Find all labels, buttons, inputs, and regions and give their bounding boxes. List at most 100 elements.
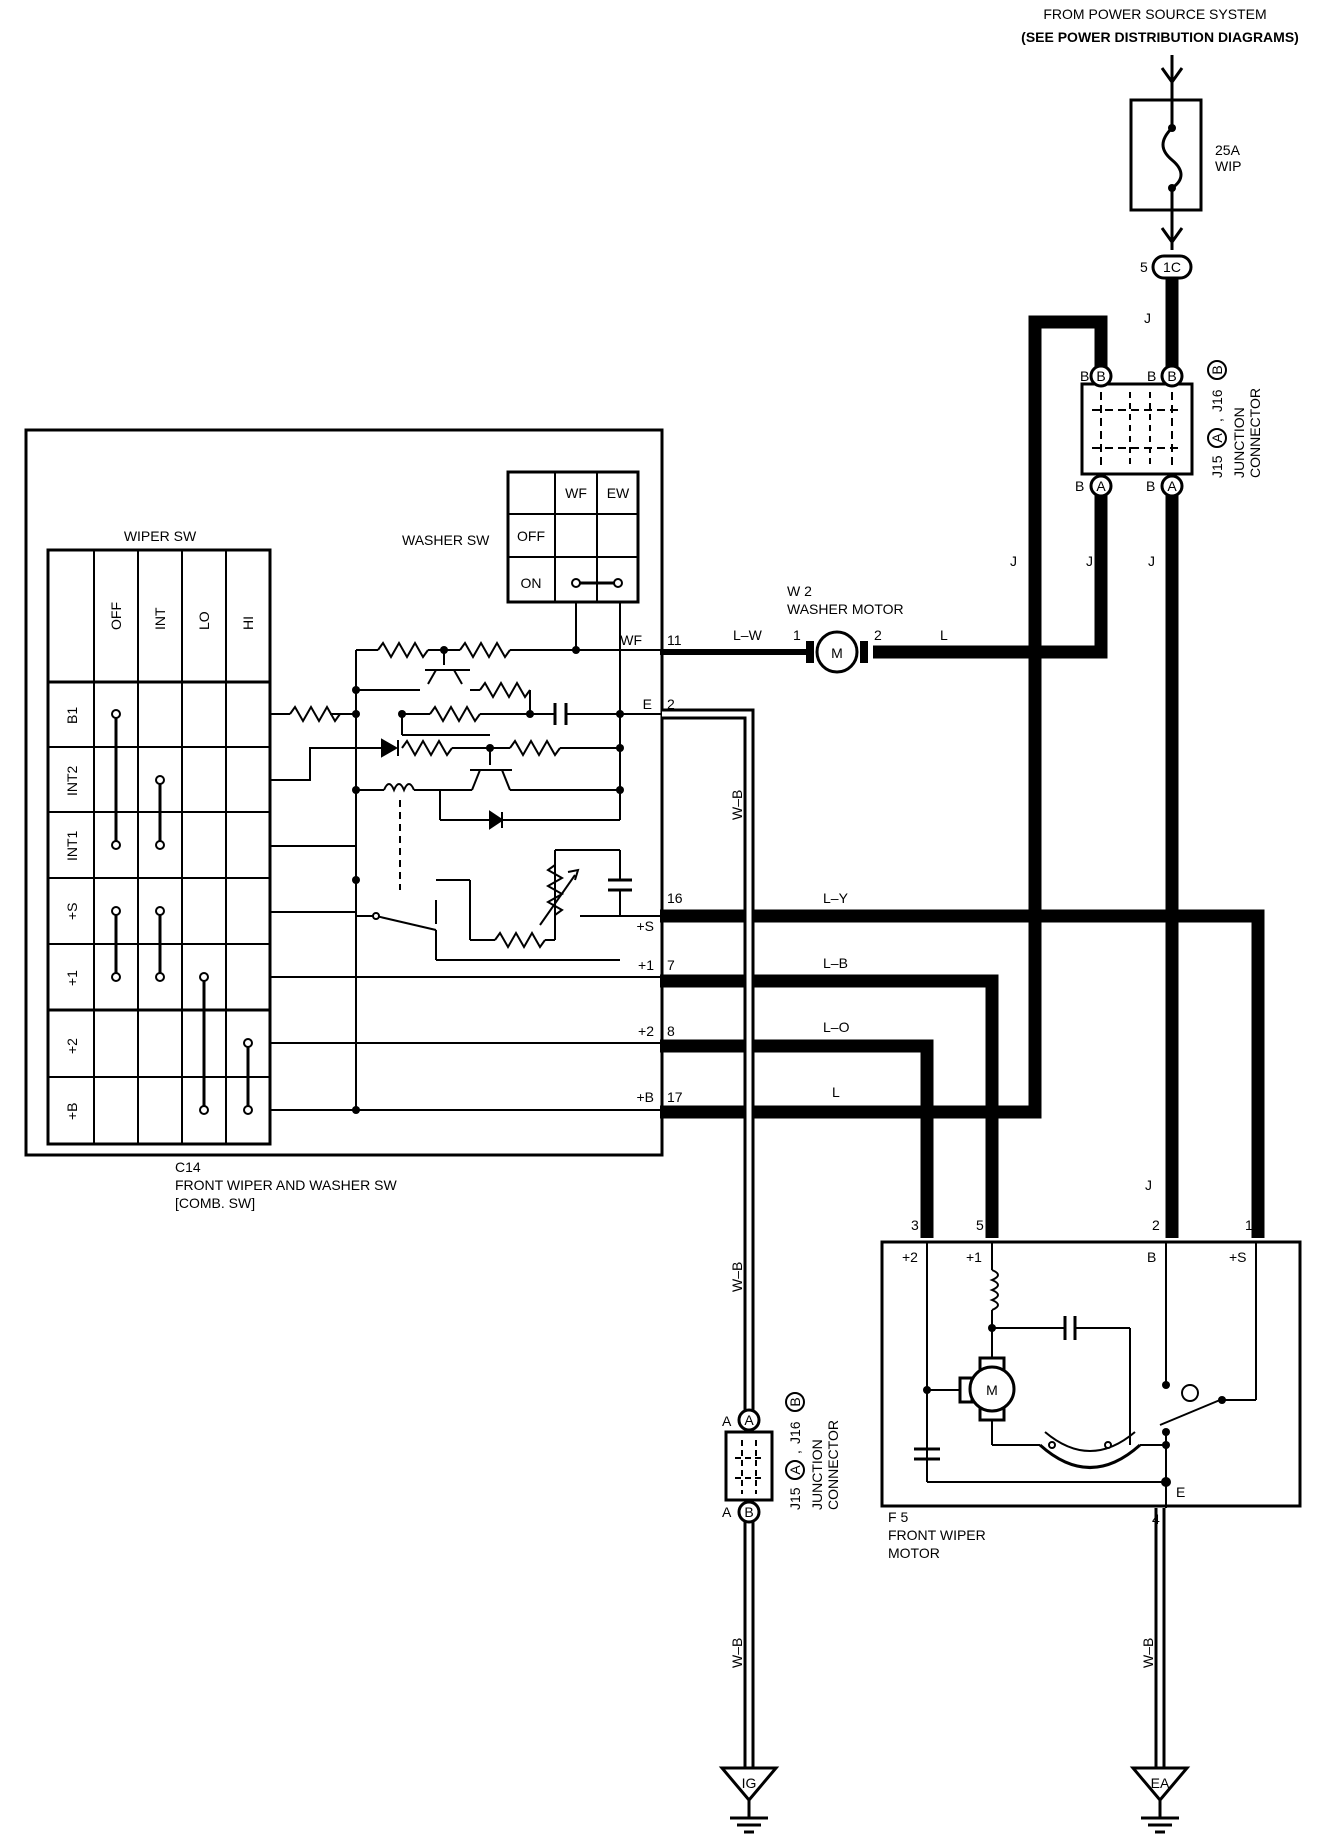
internal-junction-dots [352,646,624,1114]
junction-top-label: J15 A , J16 B JUNCTION CONNECTOR [1207,360,1263,478]
jtop-label-b4: B [1146,478,1155,494]
wiper-motor-dots [923,1324,1226,1487]
svg-text:,: , [787,1450,803,1454]
wire-wb-2: W–B [729,1262,745,1292]
washer-sw-title: WASHER SW [402,532,490,548]
junction-connector-bottom: A B [724,1408,774,1524]
wb-wire-left [662,708,755,1768]
wiper-row-int1: INT1 [64,830,80,861]
term-e: E [643,696,652,712]
power-source-line1: FROM POWER SOURCE SYSTEM [1043,6,1266,22]
jtop-pin-b1: B [1096,368,1105,384]
term-1: +1 [638,957,654,973]
pin-11: 11 [667,632,682,648]
svg-text:J16: J16 [1209,389,1225,412]
washer-motor-name: WASHER MOTOR [787,601,904,617]
jtop-label-b1: B [1080,368,1089,384]
ground-ea: EA [1129,1766,1191,1834]
term-s: +S [636,918,654,934]
svg-text:,: , [1209,418,1225,422]
svg-text:J15: J15 [1209,455,1225,478]
term-b: +B [636,1089,654,1105]
wire-wb-1: W–B [729,790,745,820]
washer-sw-table [506,470,640,604]
comb-switch-type: [COMB. SW] [175,1195,255,1211]
wire-ly: L–Y [823,890,849,906]
wiper-armature: M [958,1356,1016,1422]
motor-pin-1: 1 [1245,1217,1253,1233]
wiper-motor-box [880,1240,1302,1508]
internal-circuit [270,602,662,1111]
motor-pin-5: 5 [976,1217,984,1233]
wiper-col-int: INT [152,607,168,630]
wire-mark-j3: J [1086,553,1093,569]
washer-pin1: 1 [793,627,801,643]
comb-switch-code: C14 [175,1159,201,1175]
term-2: +2 [638,1023,654,1039]
wire-lb: L–B [823,955,848,971]
wiper-sw-table [46,548,272,1146]
junction-connector-top: B B A A B B B B [1075,364,1194,498]
wiper-col-lo: LO [196,611,212,630]
svg-text:A: A [744,1412,754,1428]
svg-text:CONNECTOR: CONNECTOR [825,1420,841,1510]
jtop-pin-b2: B [1167,368,1176,384]
wiper-col-off: OFF [108,602,124,630]
wiper-row-b: +B [64,1102,80,1120]
wiper-row-b1: B1 [64,707,80,724]
washer-motor-code: W 2 [787,583,812,599]
wire-mark-j1: J [1144,310,1151,326]
motor-pin-4: 4 [1152,1511,1160,1527]
wire-mark-j4: J [1148,553,1155,569]
wiper-row-int2: INT2 [64,765,80,796]
fuse [1129,98,1203,212]
motor-term-2: +2 [902,1249,918,1265]
wire-mark-j5: J [1145,1177,1152,1193]
term-wf: WF [620,632,642,648]
fuse-rating: 25A [1215,142,1241,158]
pin-17: 17 [667,1089,683,1105]
wire-l: L [832,1084,840,1100]
ground-ig: IG [718,1766,780,1834]
wire-lo: L–O [823,1019,850,1035]
wiper-sw-title: WIPER SW [124,528,197,544]
connector-1c-pin: 5 [1140,259,1148,275]
power-feed [1160,55,1184,100]
comb-switch-box [24,428,664,1157]
wiper-row-s: +S [64,902,80,920]
washer-row-off: OFF [517,528,545,544]
wiper-row-1: +1 [64,970,80,986]
wiper-motor-name1: FRONT WIPER [888,1527,986,1543]
svg-text:A: A [1209,433,1225,443]
svg-text:J16: J16 [787,1421,803,1444]
washer-col-ew: EW [607,485,630,501]
wire-wb-4: W–B [1140,1638,1156,1668]
wire-l-washer: L [940,627,948,643]
wire-lw: L–W [733,627,763,643]
wiper-motor-code: F 5 [888,1509,908,1525]
svg-text:B: B [744,1504,753,1520]
jtop-label-b3: B [1075,478,1084,494]
svg-text:B: B [787,1397,803,1406]
motor-term-e: E [1176,1484,1185,1500]
svg-text:M: M [831,645,843,661]
pin-7: 7 [667,957,675,973]
jtop-pin-a1: A [1096,478,1106,494]
power-source-line2: (SEE POWER DISTRIBUTION DIAGRAMS) [1021,29,1299,45]
jtop-pin-a2: A [1167,478,1177,494]
wire-wb-3: W–B [729,1638,745,1668]
motor-term-b: B [1147,1249,1156,1265]
wiper-motor-internal [914,1242,1257,1508]
washer-col-wf: WF [565,485,587,501]
pin-8: 8 [667,1023,675,1039]
motor-pin-2: 2 [1152,1217,1160,1233]
motor-term-1: +1 [966,1249,982,1265]
svg-text:M: M [986,1382,998,1398]
washer-pin2: 2 [874,627,882,643]
svg-text:CONNECTOR: CONNECTOR [1247,388,1263,478]
svg-text:J15: J15 [787,1487,803,1510]
wiper-row-2: +2 [64,1038,80,1054]
pin-2: 2 [667,696,675,712]
svg-text:A: A [787,1465,803,1475]
